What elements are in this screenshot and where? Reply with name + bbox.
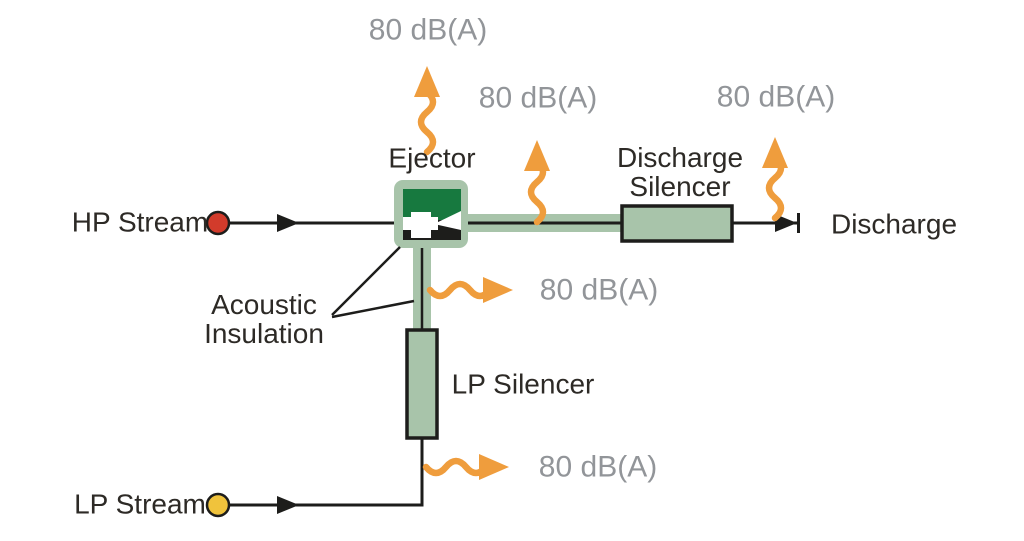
- acoustic-insulation-label-line2: Insulation: [204, 318, 324, 349]
- noise-arrow-suction-pipe-icon: [426, 280, 494, 300]
- hp-stream-label: HP Stream: [71, 206, 209, 238]
- noise-arrow-discharge-pipe-icon: [527, 158, 547, 226]
- noise-arrowhead-above-ejector-icon: [414, 66, 440, 97]
- acoustic-insulation-label: Acoustic Insulation: [204, 290, 324, 348]
- ejector-label: Ejector: [388, 142, 476, 174]
- noise-label-lp-outlet: 80 dB(A): [538, 450, 658, 484]
- noise-arrowhead-lp-outlet-icon: [479, 454, 509, 480]
- noise-arrow-above-ejector-icon: [417, 88, 437, 156]
- noise-arrow-lp-outlet-icon: [422, 457, 490, 477]
- noise-label-above-ejector: 80 dB(A): [368, 13, 488, 47]
- lp-silencer-label: LP Silencer: [451, 368, 595, 400]
- noise-arrows: [414, 66, 788, 480]
- noise-arrowhead-discharge-pipe-icon: [524, 140, 550, 171]
- acoustic-pointer-line-ejector: [331, 246, 401, 316]
- acoustic-pointer-line-pipe: [331, 299, 415, 319]
- ejector-nozzle-inlet: [403, 217, 438, 230]
- discharge-silencer-label-line1: Discharge: [616, 142, 744, 173]
- acoustic-insulation-label-line1: Acoustic: [211, 289, 317, 320]
- noise-arrowhead-discharge-outlet-icon: [762, 137, 788, 168]
- hp-flow-arrow-icon: [277, 214, 299, 232]
- lp-silencer: [405, 328, 439, 440]
- noise-label-suction-pipe: 80 dB(A): [539, 273, 659, 307]
- lp-flow-arrow-icon: [277, 496, 299, 514]
- noise-label-discharge-outlet: 80 dB(A): [716, 80, 836, 114]
- ejector: [394, 180, 468, 248]
- discharge-flow-arrow-icon: [775, 214, 797, 232]
- discharge-label: Discharge: [830, 208, 958, 240]
- discharge-silencer-label: Discharge Silencer: [617, 143, 743, 201]
- hp-stream-port: [205, 210, 231, 236]
- noise-arrowhead-suction-pipe-icon: [483, 277, 513, 303]
- discharge-silencer: [620, 204, 734, 243]
- lp-stream-port: [205, 492, 231, 518]
- noise-label-discharge-pipe: 80 dB(A): [478, 81, 598, 115]
- lp-stream-label: LP Stream: [74, 488, 206, 520]
- discharge-silencer-label-line2: Silencer: [629, 171, 731, 202]
- lp-stream-line: [229, 438, 424, 507]
- ejector-diffuser-cone: [434, 211, 461, 230]
